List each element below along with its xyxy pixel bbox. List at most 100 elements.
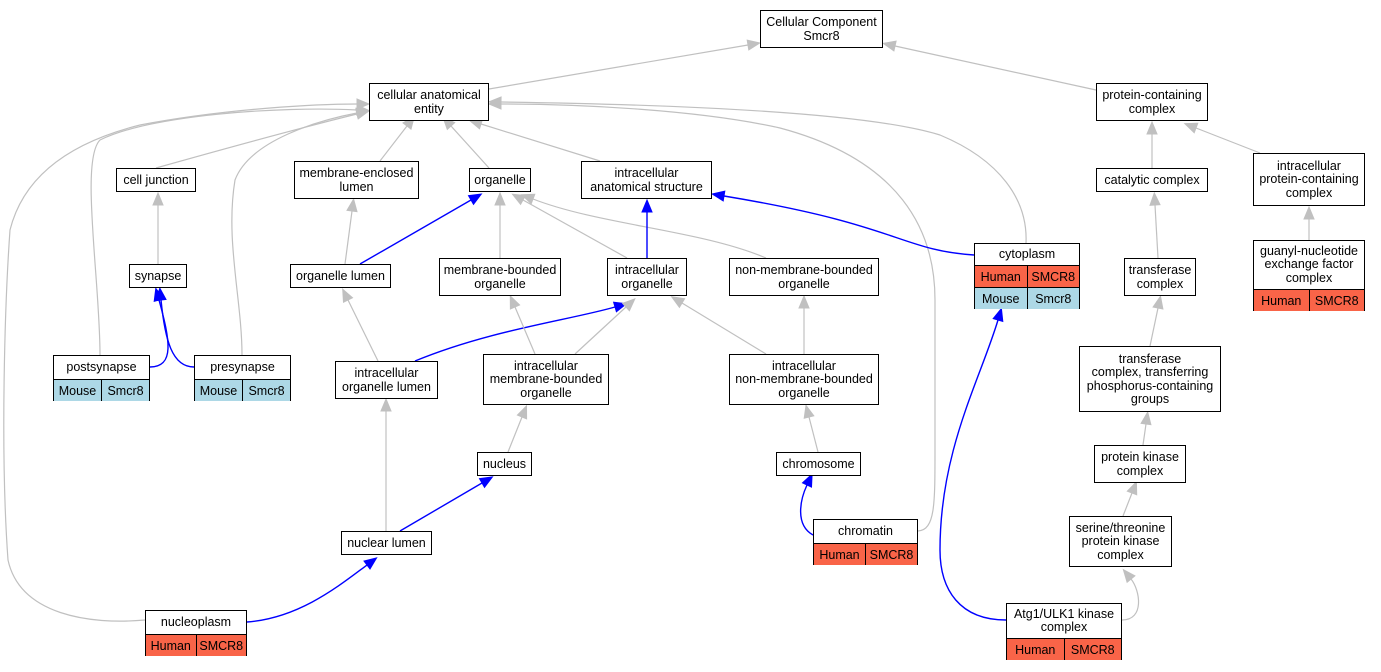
edge-intracellular-non-membrane-bounded-organelle-to-intracellular-organelle	[670, 296, 767, 355]
term-node-intracellular-non-membrane-bounded-organelle[interactable]: intracellular non-membrane-bounded organ…	[729, 354, 879, 405]
edge-line	[681, 302, 767, 355]
term-node-guanyl-nucleotide-exchange-factor-complex[interactable]: guanyl-nucleotide exchange factor comple…	[1253, 240, 1365, 311]
gene-symbol: SMCR8	[195, 635, 246, 656]
term-node-catalytic-complex[interactable]: catalytic complex	[1096, 168, 1208, 192]
term-node-protein-containing-complex[interactable]: protein-containing complex	[1096, 83, 1208, 121]
gene-symbol: Smcr8	[242, 380, 290, 401]
term-node-cellular-anatomical-entity[interactable]: cellular anatomical entity	[369, 83, 489, 121]
edge-line	[507, 416, 523, 453]
term-node-organelle-lumen[interactable]: organelle lumen	[290, 264, 391, 288]
edge-line	[808, 416, 819, 453]
edge-line	[450, 125, 490, 169]
term-node-nucleus[interactable]: nucleus	[477, 452, 532, 476]
edge-intracellular-protein-containing-complex-to-protein-containing-complex	[1183, 122, 1261, 154]
gene-symbol: Smcr8	[1026, 288, 1079, 309]
arrowhead-icon	[380, 397, 392, 412]
species-name: Human	[146, 635, 196, 656]
edge-non-membrane-bounded-organelle-to-organelle	[520, 193, 767, 259]
arrowhead-icon	[516, 404, 528, 420]
term-label: membrane-bounded organelle	[443, 263, 557, 291]
edge-nucleoplasm-to-cellular-anatomical-entity	[3, 98, 371, 622]
term-node-cell-junction[interactable]: cell junction	[116, 168, 196, 192]
edge-intracellular-membrane-bounded-organelle-to-intracellular-organelle	[574, 298, 636, 355]
term-node-serine-threonine-protein-kinase-complex[interactable]: serine/threonine protein kinase complex	[1069, 516, 1172, 567]
arrowhead-icon	[467, 193, 483, 206]
edge-line	[480, 123, 601, 162]
term-node-synapse[interactable]: synapse	[129, 264, 187, 288]
term-node-intracellular-organelle[interactable]: intracellular organelle	[607, 258, 687, 296]
edge-line	[359, 199, 472, 265]
edge-line	[344, 210, 353, 265]
edge-membrane-enclosed-lumen-to-cellular-anatomical-entity	[379, 115, 416, 162]
arrowhead-icon	[1152, 295, 1164, 310]
species-name: Human	[1254, 290, 1309, 311]
term-node-organelle[interactable]: organelle	[469, 168, 531, 192]
arrowhead-icon	[992, 307, 1004, 323]
arrowhead-icon	[346, 197, 358, 213]
edge-line	[231, 112, 358, 356]
edge-intracellular-organelle-to-organelle	[511, 193, 628, 259]
term-node-cellular-component[interactable]: Cellular Component Smcr8	[760, 10, 883, 48]
term-node-protein-kinase-complex[interactable]: protein kinase complex	[1094, 445, 1186, 483]
arrowhead-icon	[798, 294, 810, 309]
edge-line	[894, 45, 1097, 91]
term-node-transferase-complex-transferring-phosphorus[interactable]: transferase complex, transferring phosph…	[1079, 346, 1221, 412]
edge-line	[1121, 578, 1140, 621]
edge-catalytic-complex-to-protein-containing-complex	[1146, 120, 1158, 168]
edge-chromatin-to-chromosome	[799, 472, 814, 536]
edge-presynapse-to-synapse	[155, 286, 195, 368]
term-label: nucleus	[482, 456, 527, 471]
edge-intracellular-non-membrane-bounded-organelle-to-non-membrane-bounded-organelle	[798, 294, 810, 354]
term-node-intracellular-protein-containing-complex[interactable]: intracellular protein-containing complex	[1253, 153, 1365, 206]
edge-nuclear-lumen-to-intracellular-organelle-lumen	[380, 397, 392, 531]
edge-line	[500, 101, 1027, 244]
arrowhead-icon	[1303, 205, 1315, 220]
edge-line	[799, 484, 814, 536]
gene-symbol: SMCR8	[1308, 290, 1364, 311]
edge-serine-threonine-protein-kinase-complex-to-protein-kinase-complex	[1122, 480, 1138, 517]
gene-symbol: SMCR8	[1026, 266, 1079, 287]
term-node-intracellular-membrane-bounded-organelle[interactable]: intracellular membrane-bounded organelle	[483, 354, 609, 405]
term-node-transferase-complex[interactable]: transferase complex	[1124, 258, 1196, 296]
term-node-membrane-bounded-organelle[interactable]: membrane-bounded organelle	[439, 258, 561, 296]
arrowhead-icon	[801, 472, 813, 488]
term-node-intracellular-organelle-lumen[interactable]: intracellular organelle lumen	[335, 361, 438, 399]
edge-line	[1154, 204, 1159, 259]
arrowhead-icon	[1146, 120, 1158, 135]
edge-line	[160, 299, 195, 368]
arrowhead-icon	[511, 193, 527, 206]
edge-line	[532, 198, 767, 259]
term-label: cellular anatomical entity	[377, 88, 481, 116]
term-label: Cellular Component Smcr8	[766, 15, 877, 43]
term-node-intracellular-anatomical-structure[interactable]: intracellular anatomical structure	[581, 161, 712, 199]
edge-line	[1149, 307, 1159, 347]
arrowhead-icon	[509, 294, 521, 310]
species-name: Human	[1007, 639, 1064, 660]
term-node-non-membrane-bounded-organelle[interactable]: non-membrane-bounded organelle	[729, 258, 879, 296]
term-label: transferase complex	[1128, 263, 1192, 291]
arrowhead-icon	[342, 288, 354, 303]
arrowhead-icon	[1149, 191, 1161, 206]
term-label: guanyl-nucleotide exchange factor comple…	[1260, 243, 1358, 285]
edge-nuclear-lumen-to-nucleus	[399, 476, 494, 532]
arrowhead-icon	[641, 198, 653, 213]
edge-protein-kinase-complex-to-transferase-complex-transferring-phosphorus	[1140, 410, 1152, 446]
term-node-nuclear-lumen[interactable]: nuclear lumen	[341, 531, 432, 555]
edge-line	[488, 44, 749, 90]
arrowhead-icon	[670, 296, 686, 309]
edge-chromosome-to-intracellular-non-membrane-bounded-organelle	[803, 404, 819, 453]
term-node-membrane-enclosed-lumen[interactable]: membrane-enclosed lumen	[294, 161, 419, 199]
term-node-chromosome[interactable]: chromosome	[776, 452, 861, 476]
term-label: chromosome	[782, 456, 855, 471]
